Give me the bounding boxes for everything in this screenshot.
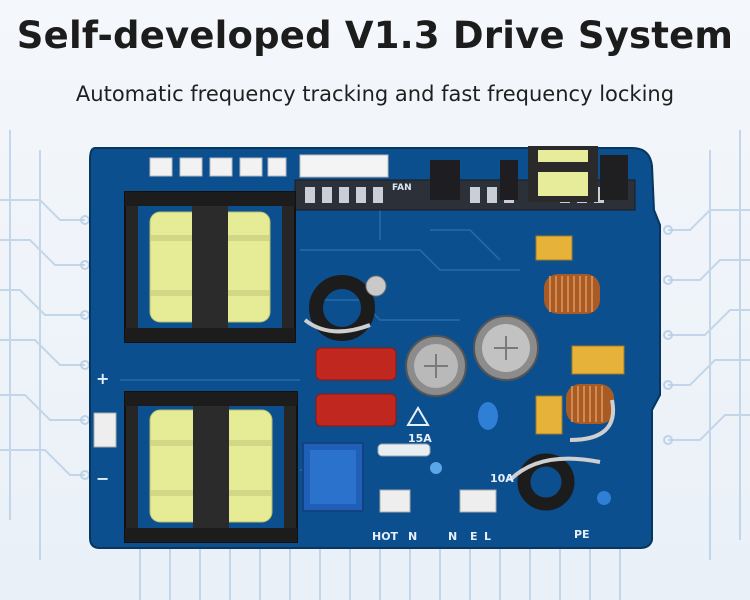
label-fuse-10a: 10A (490, 472, 514, 485)
label-l: L (484, 530, 491, 543)
label-hot: HOT (372, 530, 399, 543)
label-e: E (470, 530, 478, 543)
top-connector-row (149, 154, 389, 178)
page-title: Self-developed V1.3 Drive System (16, 14, 734, 57)
label-fan: FAN (392, 183, 412, 193)
label-minus: − (96, 469, 109, 488)
label-fuse-15a: 15A (408, 432, 432, 445)
label-n-2: N (448, 530, 457, 543)
transformer-top (124, 191, 296, 343)
label-plus: + (96, 369, 109, 388)
label-pe: PE (574, 528, 590, 541)
copper-inductor-bottom (566, 384, 614, 424)
copper-inductor-top (544, 274, 600, 314)
page-subtitle: Automatic frequency tracking and fast fr… (75, 82, 675, 106)
label-n-1: N (408, 530, 417, 543)
transformer-bottom (124, 391, 298, 543)
